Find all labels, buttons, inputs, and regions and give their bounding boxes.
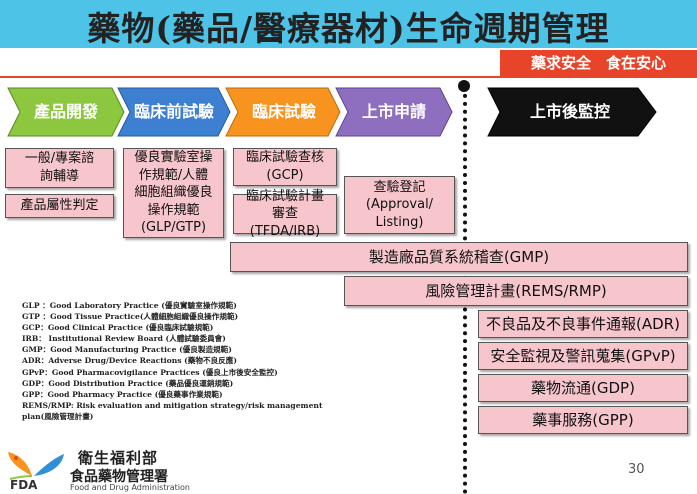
page-title: 藥物(藥品/醫療器材)生命週期管理	[87, 9, 610, 48]
legend-rems: REMS/RMP: Risk evaluation and mitigation…	[22, 400, 323, 410]
org-abbr: FDA	[10, 478, 38, 492]
legend-glp: GLP ：Good Laboratory Practice (優良實驗室操作規範…	[22, 301, 237, 310]
phase-label-postmarket: 上市後監控	[529, 102, 610, 121]
box-approval-line-3: Listing)	[375, 214, 424, 230]
box-gcp: 臨床試驗查核 (GCP)	[233, 148, 337, 186]
box-glp-gtp-line-4: 操作規範	[147, 202, 200, 218]
box-approval-line-2: (Approval/	[365, 197, 434, 213]
box-product-attr: 產品屬性判定	[5, 194, 114, 218]
box-gpp: 藥事服務(GPP)	[478, 406, 688, 434]
box-rems: 風險管理計畫(REMS/RMP)	[344, 276, 688, 306]
legend-rems-cont: plan(風險管理計畫)	[22, 411, 94, 421]
box-adr-text: 不良品及不良事件通報(ADR)	[486, 314, 680, 333]
phase-arrow-application	[335, 87, 453, 137]
phase-label-application: 上市申請	[361, 102, 426, 121]
legend-gmp: GMP：Good Manufacturing Practice (優良製造規範)	[22, 345, 232, 355]
legend-gpvp: GPvP：Good Pharmacovigilance Practices (優…	[22, 367, 278, 377]
box-gpvp: 安全監視及警訊蒐集(GPvP)	[478, 342, 688, 370]
abbreviation-legend: GLP ：Good Laboratory Practice (優良實驗室操作規範…	[22, 300, 342, 422]
box-tfda-irb-line-2: 審查(TFDA/IRB)	[249, 206, 321, 239]
box-glp-gtp-line-2: 作規範/人體	[138, 167, 209, 183]
tagline-rule	[0, 76, 697, 78]
box-gcp-line-1: 臨床試驗查核	[245, 150, 324, 166]
box-gmp: 製造廠品質系統稽查(GMP)	[230, 242, 688, 272]
box-glp-gtp-line-5: (GLP/GTP)	[140, 220, 207, 236]
phase-label-clinical: 臨床試驗	[251, 102, 316, 121]
tagline-banner: 藥求安全 食在安心	[500, 50, 697, 76]
legend-gtp: GTP ：Good Tissue Practice(人體細胞組織優良操作規範)	[22, 312, 239, 322]
phase-arrow-postmarket	[487, 87, 657, 137]
legend-gdp: GDP：Good Distribution Practice (藥品優良運銷規範…	[22, 378, 234, 388]
box-gdp-text: 藥物流通(GDP)	[531, 378, 635, 397]
phase-arrow-development	[7, 87, 125, 137]
box-tfda-irb: 臨床試驗計畫 審查(TFDA/IRB)	[233, 189, 337, 239]
phase-arrow-clinical	[225, 87, 341, 137]
phase-label-development: 產品開發	[33, 102, 98, 121]
phase-arrow-preclinical	[117, 87, 231, 137]
legend-irb: IRB： Institutional Review Board (人體試驗委員會…	[22, 334, 226, 344]
box-consult-text: 一般/專案諮詢輔導	[24, 151, 95, 184]
legend-adr: ADR：Adverse Drug/Device Reactions (藥物不良反…	[22, 356, 237, 366]
box-glp-gtp-line-1: 優良實驗室操	[134, 150, 213, 166]
org-name-ministry: 衛生福利部	[78, 449, 159, 467]
phase-label-preclinical: 臨床前試驗	[133, 102, 214, 121]
box-adr: 不良品及不良事件通報(ADR)	[478, 310, 688, 338]
box-approval-listing: 查驗登記 (Approval/ Listing)	[344, 176, 455, 234]
box-glp-gtp: 優良實驗室操 作規範/人體 細胞組織優良 操作規範 (GLP/GTP)	[123, 148, 224, 238]
box-gdp: 藥物流通(GDP)	[478, 374, 688, 402]
legend-gpp: GPP：Good Pharmacy Practice (優良藥事作業規範)	[22, 389, 223, 399]
box-consult: 一般/專案諮詢輔導	[5, 148, 114, 188]
box-glp-gtp-line-3: 細胞組織優良	[134, 185, 213, 201]
box-product-attr-text: 產品屬性判定	[20, 198, 99, 214]
org-name-fda: 食品藥物管理署	[70, 469, 168, 485]
box-tfda-irb-line-1: 臨床試驗計畫	[245, 188, 324, 204]
butterfly-logo-icon	[8, 452, 64, 480]
legend-gcp: GCP：Good Clinical Practice (優良臨床試驗規範)	[22, 323, 214, 333]
page-number: 30	[628, 462, 645, 477]
box-approval-line-1: 查驗登記	[373, 179, 426, 195]
phase-arrows	[7, 87, 657, 137]
box-gmp-text: 製造廠品質系統稽查(GMP)	[368, 247, 550, 266]
box-gpvp-text: 安全監視及警訊蒐集(GPvP)	[490, 346, 676, 365]
box-rems-text: 風險管理計畫(REMS/RMP)	[425, 281, 607, 300]
title-band	[0, 0, 697, 48]
box-gpp-text: 藥事服務(GPP)	[532, 410, 634, 429]
box-gcp-line-2: (GCP)	[266, 168, 304, 183]
org-name-english: Food and Drug Administration	[70, 483, 190, 492]
market-divider-dot	[458, 80, 470, 92]
